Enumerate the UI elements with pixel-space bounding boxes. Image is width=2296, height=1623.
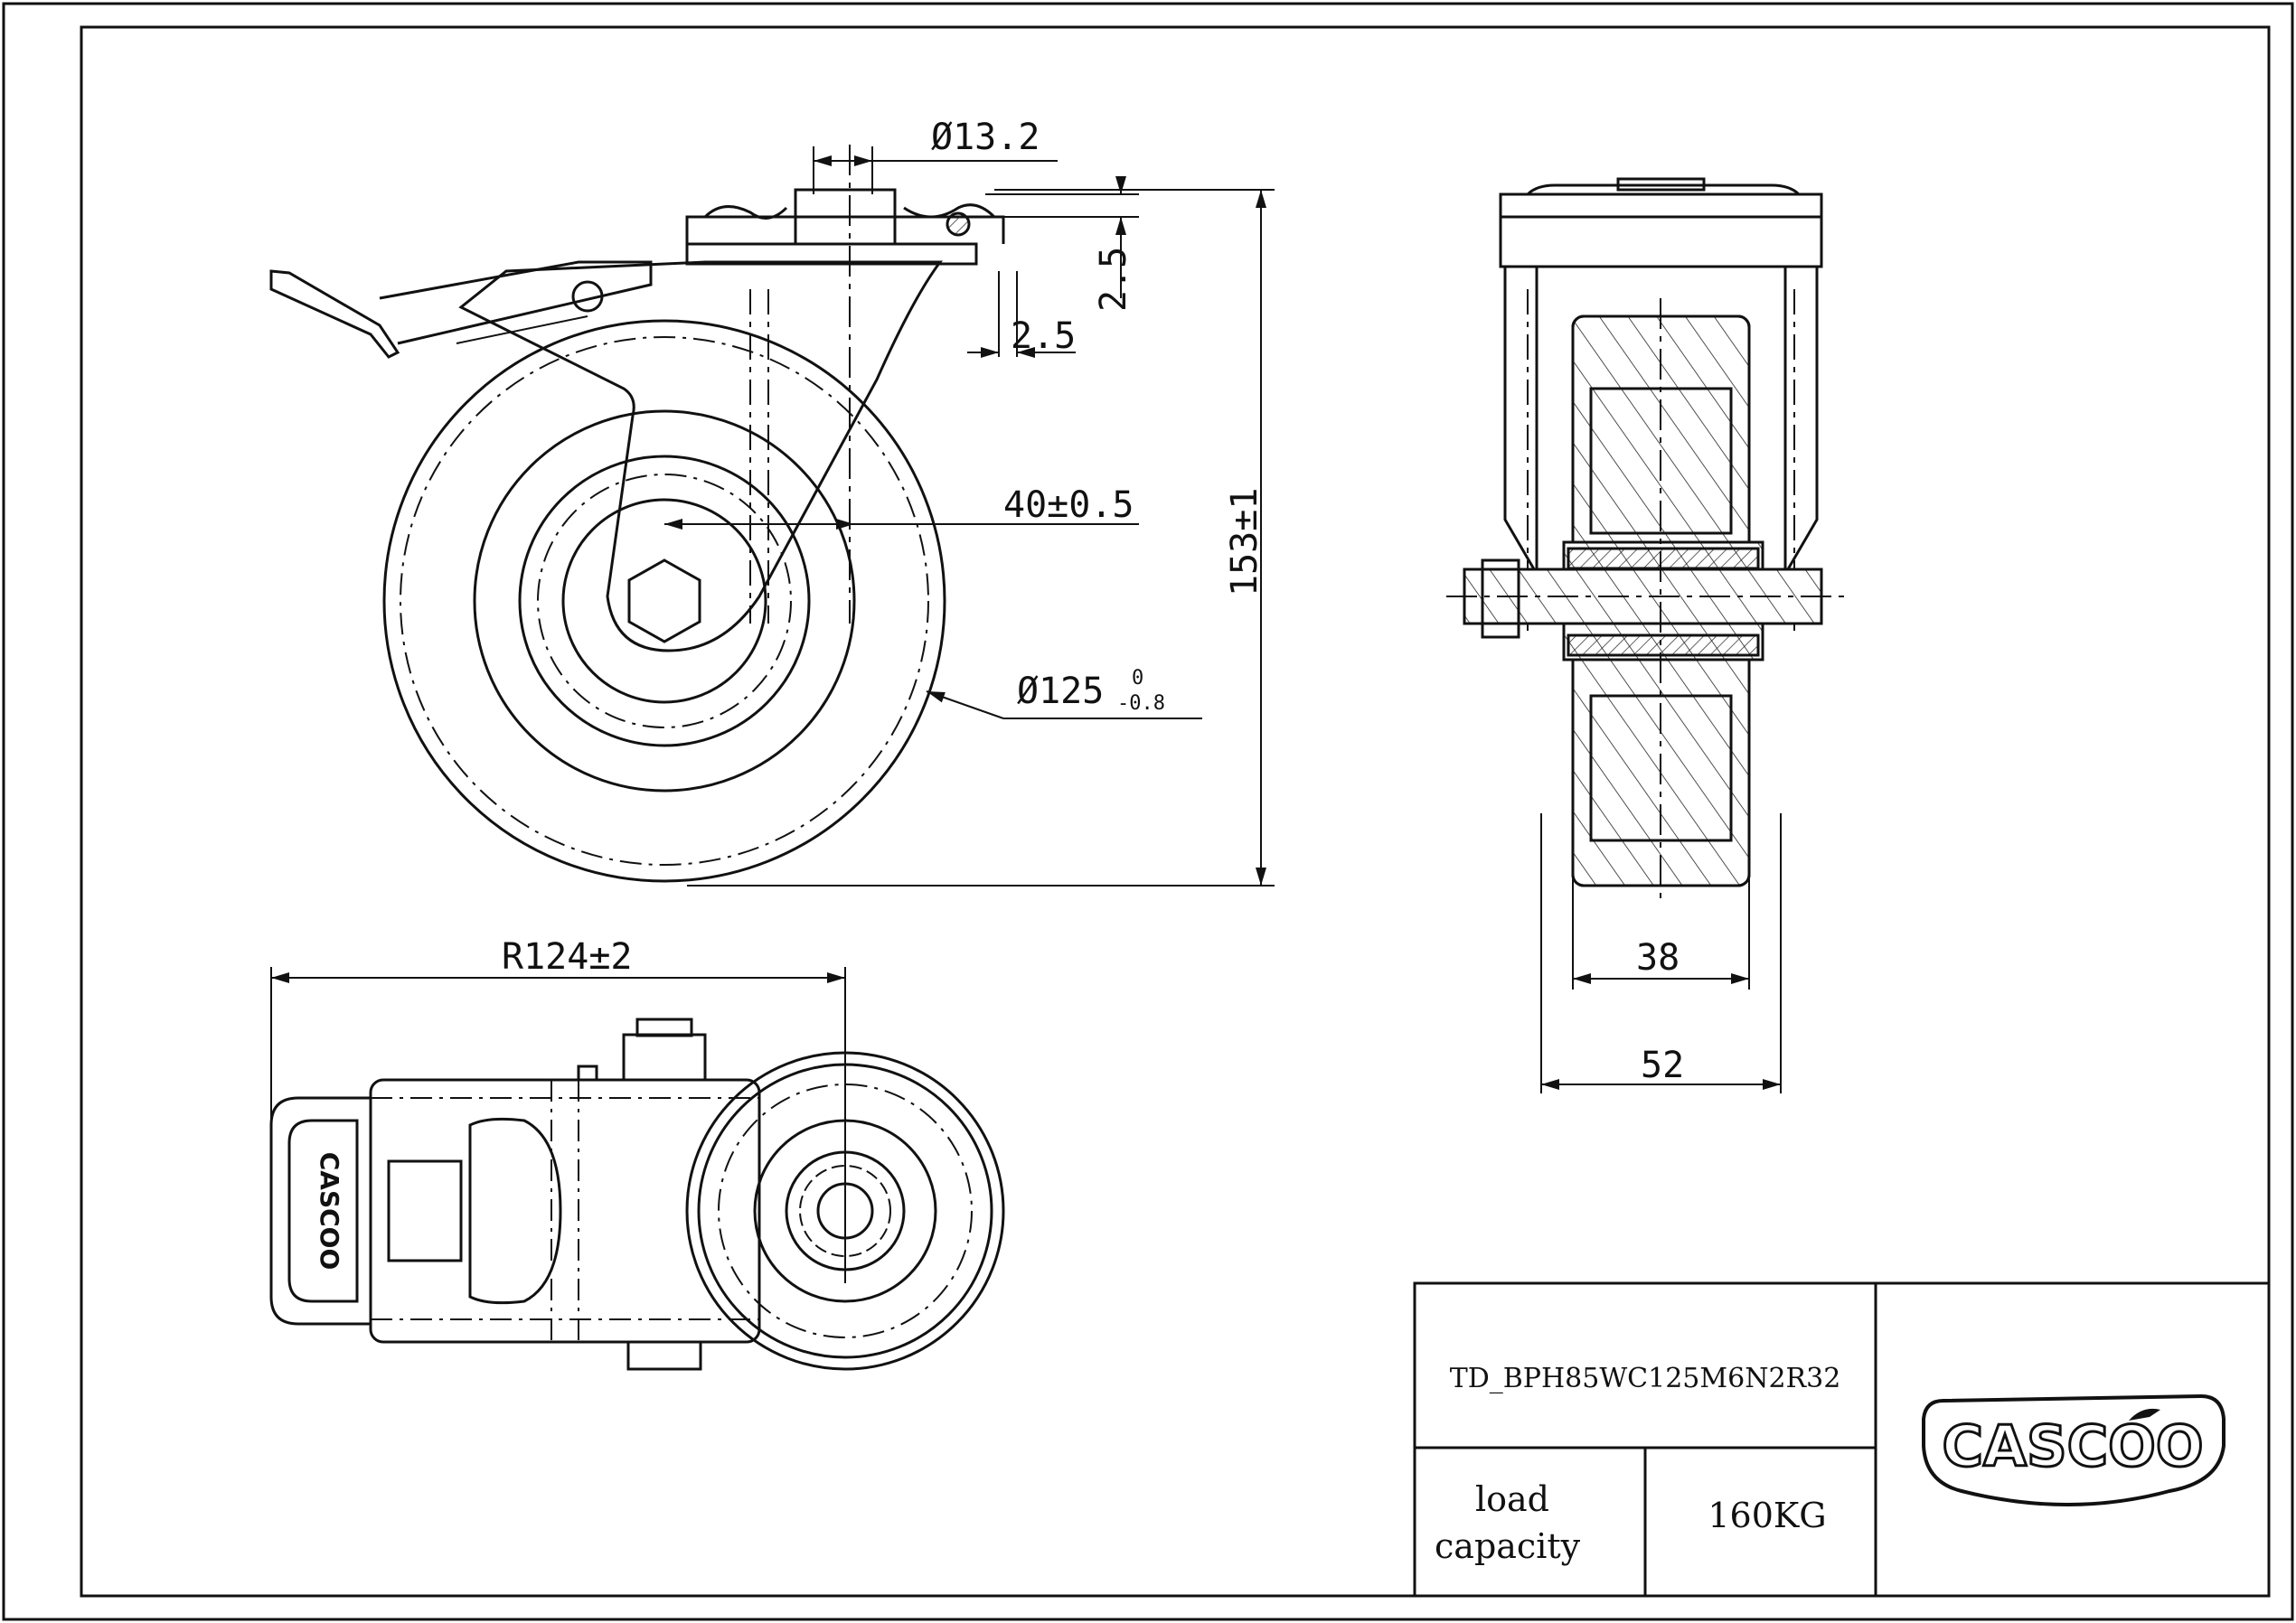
part-number: TD_BPH85WC125M6N2R32 (1450, 1363, 1841, 1394)
axle-nut (627, 558, 701, 643)
side-view-dimensions (664, 146, 1275, 887)
fork-leg (458, 260, 943, 652)
dim-overall-width: 52 (1641, 1045, 1684, 1086)
dim-wheel-diameter: Ø125 (1017, 671, 1104, 712)
section-view (1446, 177, 1844, 1093)
load-value: 160KG (1708, 1496, 1826, 1535)
inner-border (80, 25, 2271, 1598)
load-label-line1: load (1475, 1479, 1549, 1519)
cascoo-logo: CASCOO (1922, 1393, 2225, 1506)
dim-wheel-tol-lower: -0.8 (1117, 692, 1165, 715)
brake-pedal-top (269, 1096, 372, 1326)
brake-pedal (269, 269, 400, 359)
logo-text: CASCOO (1942, 1413, 2203, 1479)
dim-plate-offset: 2.5 (1011, 315, 1076, 357)
logo-bird-icon (2129, 1408, 2160, 1421)
load-label-line2: capacity (1435, 1526, 1581, 1566)
dim-wheel-tol-upper: 0 (1132, 667, 1143, 690)
dim-bolt-hole: Ø13.2 (931, 117, 1040, 158)
dim-overall-height: 153±1 (1224, 488, 1266, 596)
top-view: CASCOO (269, 967, 1005, 1371)
dim-plate-thickness: 2.5 (1093, 247, 1134, 312)
pedal-logo-text: CASCOO (315, 1152, 344, 1271)
dim-swivel-radius: R124±2 (502, 936, 633, 978)
title-block (1413, 1281, 2271, 1598)
side-view (269, 145, 1005, 883)
dim-wheel-width: 38 (1636, 937, 1680, 979)
dim-swivel-offset: 40±0.5 (1003, 484, 1134, 526)
